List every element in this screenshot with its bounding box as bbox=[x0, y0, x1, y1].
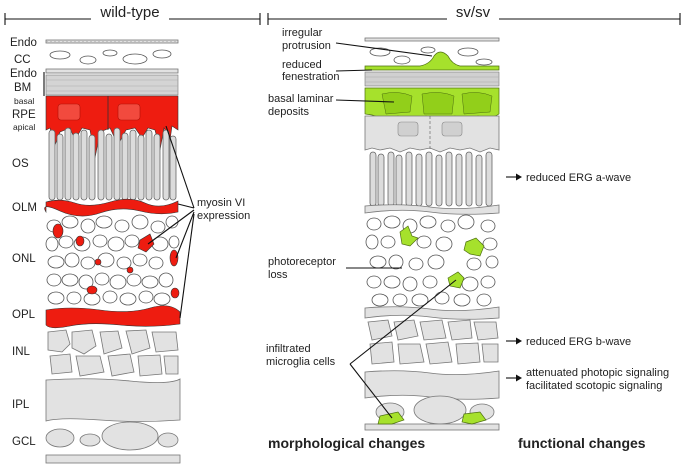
svsv-opl-layer bbox=[364, 306, 500, 320]
label-onl: ONL bbox=[12, 253, 36, 265]
microglia-cell bbox=[399, 225, 419, 247]
label-rpe: RPE bbox=[12, 109, 36, 121]
svsv-column bbox=[364, 37, 500, 431]
microglia-label-1: infiltrated bbox=[266, 343, 311, 355]
erg-b-wave-label: reduced ERG b-wave bbox=[526, 336, 631, 348]
wt-outer-segments bbox=[48, 127, 177, 201]
header-wild-type: wild-type bbox=[99, 4, 159, 21]
myosin-label-2: expression bbox=[197, 210, 250, 222]
wild-type-column bbox=[44, 39, 195, 464]
svsv-gcl-cells bbox=[364, 395, 500, 431]
wt-inl-cells bbox=[47, 329, 179, 377]
label-olm: OLM bbox=[12, 202, 37, 214]
label-basal: basal bbox=[14, 96, 34, 106]
irregular-label-1: irregular bbox=[282, 27, 323, 39]
label-endo: Endo bbox=[10, 37, 37, 49]
microglia-cell bbox=[461, 411, 487, 425]
deposits-label-1: basal laminar bbox=[268, 93, 334, 105]
svsv-callout-lines bbox=[335, 42, 457, 419]
svsv-outer-segments bbox=[369, 151, 493, 207]
label-ipl: IPL bbox=[12, 399, 30, 411]
label-gcl: GCL bbox=[12, 436, 36, 448]
photoreceptor-label-1: photoreceptor bbox=[268, 256, 336, 268]
label-bm: BM bbox=[14, 82, 31, 94]
fenestration-label-1: reduced bbox=[282, 59, 322, 71]
footer-morphological: morphological changes bbox=[268, 435, 425, 451]
label-cc: CC bbox=[14, 54, 31, 66]
header-svsv: sv/sv bbox=[456, 4, 491, 21]
photoreceptor-label-2: loss bbox=[268, 269, 288, 281]
photopic-label: attenuated photopic signaling bbox=[526, 367, 669, 379]
footer-functional: functional changes bbox=[518, 435, 646, 451]
label-os: OS bbox=[12, 158, 29, 170]
wt-cc-cells bbox=[49, 49, 172, 65]
svsv-ipl-layer bbox=[364, 370, 500, 400]
wt-olm-layer bbox=[44, 198, 179, 217]
scotopic-label: facilitated scotopic signaling bbox=[526, 380, 662, 392]
svsv-inl-cells bbox=[367, 319, 499, 365]
erg-a-wave-label: reduced ERG a-wave bbox=[526, 172, 631, 184]
irregular-protrusion bbox=[364, 51, 500, 71]
wt-ipl-layer bbox=[45, 378, 181, 422]
wt-gcl-cells bbox=[45, 421, 181, 464]
microglia-cell bbox=[377, 411, 405, 425]
label-endo-2: Endo bbox=[10, 68, 37, 80]
irregular-label-2: protrusion bbox=[282, 40, 331, 52]
fenestration-label-2: fenestration bbox=[282, 71, 339, 83]
layer-labels: Endo CC Endo BM basal RPE apical OS OLM … bbox=[10, 37, 45, 448]
svsv-rpe-layer bbox=[364, 115, 500, 153]
myosin-label-1: myosin VI bbox=[197, 197, 245, 209]
microglia-cell bbox=[463, 237, 485, 257]
deposits-label-2: deposits bbox=[268, 106, 309, 118]
wt-onl-nuclei bbox=[45, 214, 180, 306]
wt-onl-red-spots bbox=[52, 223, 180, 299]
label-inl: INL bbox=[12, 346, 31, 358]
label-opl: OPL bbox=[12, 309, 36, 321]
svsv-onl-nuclei bbox=[365, 214, 499, 307]
functional-arrows bbox=[506, 173, 522, 382]
myosin-callout-lines bbox=[147, 125, 195, 319]
label-apical: apical bbox=[13, 122, 35, 132]
wt-opl-layer bbox=[45, 305, 181, 329]
microglia-label-2: microglia cells bbox=[266, 356, 336, 368]
